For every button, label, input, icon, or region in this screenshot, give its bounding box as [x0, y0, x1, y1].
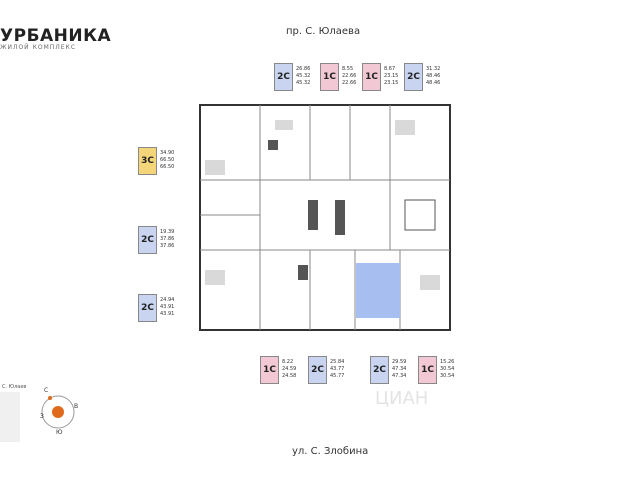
apartment-type: 3С: [138, 147, 157, 175]
area-total: 22.66: [342, 72, 357, 79]
area-sum: 24.58: [282, 372, 297, 379]
area-sum: 45.32: [296, 79, 311, 86]
area-sum: 30.54: [440, 372, 455, 379]
apartment-type: 2С: [138, 294, 157, 322]
area-living: 24.94: [160, 296, 175, 303]
area-sum: 22.66: [342, 79, 357, 86]
area-total: 37.86: [160, 235, 175, 242]
area-sum: 37.86: [160, 242, 175, 249]
highlighted-apartment: [356, 263, 400, 318]
compass-map: С В З Ю С. Юлаев: [0, 384, 78, 442]
watermark: ЦИАН: [375, 388, 429, 409]
area-living: 31.32: [426, 65, 441, 72]
area-living: 34.90: [160, 149, 175, 156]
elevator-shaft: [335, 200, 345, 235]
area-living: 29.59: [392, 358, 407, 365]
elevator-shaft: [308, 200, 318, 230]
apartment-type: 1С: [320, 63, 339, 91]
area-total: 43.77: [330, 365, 345, 372]
area-living: 25.84: [330, 358, 345, 365]
area-sum: 47.34: [392, 372, 407, 379]
area-total: 47.34: [392, 365, 407, 372]
area-sum: 48.46: [426, 79, 441, 86]
area-total: 45.32: [296, 72, 311, 79]
area-living: 19.39: [160, 228, 175, 235]
area-living: 26.86: [296, 65, 311, 72]
apartment-type: 2С: [370, 356, 389, 384]
area-living: 15.26: [440, 358, 455, 365]
area-total: 43.91: [160, 303, 175, 310]
area-sum: 45.77: [330, 372, 345, 379]
compass-north: С: [44, 387, 48, 394]
compass-street-label: С. Юлаев: [2, 384, 26, 390]
area-total: 24.59: [282, 365, 297, 372]
plan-outline: [199, 104, 451, 331]
street-label-top: пр. С. Юлаева: [286, 26, 361, 37]
apartment-type: 1С: [362, 63, 381, 91]
area-living: 8.22: [282, 358, 294, 365]
compass-east: В: [74, 403, 78, 410]
area-total: 48.46: [426, 72, 441, 79]
apartment-type: 2С: [274, 63, 293, 91]
floor-plan: [199, 104, 451, 331]
apartment-type: 2С: [404, 63, 423, 91]
area-living: 8.67: [384, 65, 396, 72]
street-label-bottom: ул. С. Злобина: [292, 446, 369, 457]
apartment-type: 1С: [260, 356, 279, 384]
area-total: 23.15: [384, 72, 399, 79]
logo: УРБАНИКА: [0, 26, 112, 46]
compass-south: Ю: [56, 429, 63, 436]
apartment-type: 2С: [138, 226, 157, 254]
area-sum: 43.91: [160, 310, 175, 317]
area-total: 30.54: [440, 365, 455, 372]
area-living: 8.55: [342, 65, 354, 72]
area-total: 66.50: [160, 156, 175, 163]
apartment-type: 2С: [308, 356, 327, 384]
compass-west: З: [40, 413, 44, 420]
apartment-type: 1С: [418, 356, 437, 384]
area-sum: 66.50: [160, 163, 175, 170]
logo-subtitle: ЖИЛОЙ КОМПЛЕКС: [0, 44, 77, 51]
area-sum: 23.15: [384, 79, 399, 86]
